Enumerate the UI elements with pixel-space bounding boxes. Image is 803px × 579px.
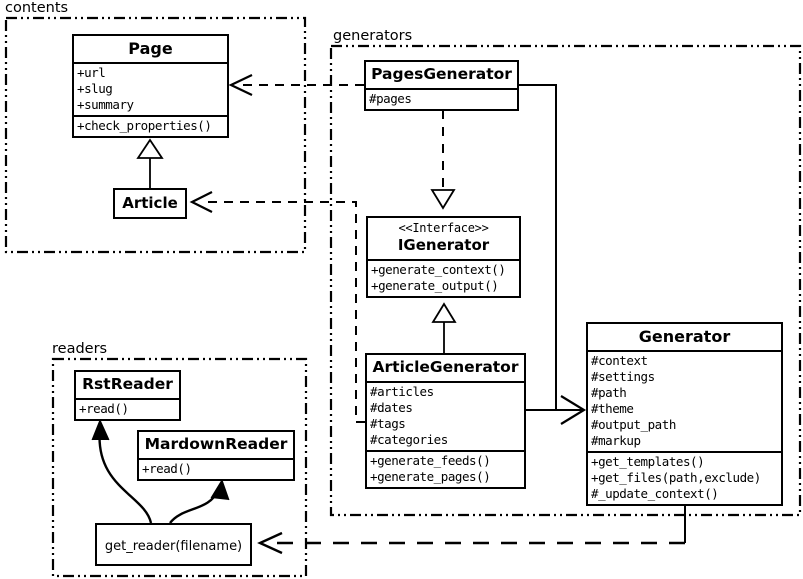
relation-article-generalizes-page: [136, 138, 164, 188]
divider: [76, 398, 179, 400]
divider: [74, 115, 227, 117]
package-border-generators: [329, 44, 802, 517]
attributes-page: +url +slug +summary: [74, 64, 227, 115]
divider: [366, 88, 517, 90]
methods-generator: +get_templates() +get_files(path,exclude…: [588, 453, 781, 504]
package-label-generators: generators: [331, 28, 415, 44]
attribute-row: #markup: [591, 433, 641, 448]
class-box-generator[interactable]: Generator #context #settings #path #them…: [586, 322, 783, 506]
class-box-mardown-reader[interactable]: MardownReader +read(): [137, 430, 295, 481]
divider: [368, 259, 519, 261]
class-box-rst-reader[interactable]: RstReader +read(): [74, 370, 181, 421]
method-row: +generate_output(): [371, 278, 499, 293]
method-row: +check_properties(): [77, 118, 212, 133]
relation-getreader-to-mardownreader: [169, 478, 230, 524]
divider: [367, 381, 524, 383]
attribute-row: #tags: [370, 416, 406, 431]
relation-articlegenerator-depends-article: [189, 191, 365, 423]
attributes-pages-generator: #pages: [366, 90, 517, 109]
class-name-rst-reader: RstReader: [82, 375, 173, 393]
class-box-pages-generator[interactable]: PagesGenerator #pages: [364, 60, 519, 111]
divider: [74, 62, 227, 64]
methods-rst-reader: +read(): [76, 400, 179, 419]
package-border-readers: [51, 357, 308, 578]
attribute-row: #articles: [370, 384, 434, 399]
attribute-row: +summary: [77, 97, 134, 112]
methods-article-generator: +generate_feeds() +generate_pages(): [367, 452, 524, 487]
relation-articlegenerator-to-generator: [526, 395, 587, 425]
divider: [367, 450, 524, 452]
method-row: +read(): [79, 401, 129, 416]
stereotype-label: <<Interface>>: [398, 221, 489, 235]
attributes-generator: #context #settings #path #theme #output_…: [588, 352, 781, 451]
package-label-contents: contents: [3, 0, 71, 16]
methods-igenerator: +generate_context() +generate_output(): [368, 261, 519, 296]
relation-generator-depends-getreader: [257, 504, 686, 555]
method-row: +read(): [142, 461, 192, 476]
class-box-article-generator[interactable]: ArticleGenerator #articles #dates #tags …: [365, 353, 526, 489]
methods-mardown-reader: +read(): [139, 460, 293, 479]
attribute-row: #context: [591, 353, 648, 368]
attribute-row: #output_path: [591, 417, 676, 432]
package-label-readers: readers: [50, 341, 110, 357]
class-name-page: Page: [128, 39, 173, 58]
class-box-page[interactable]: Page +url +slug +summary +check_properti…: [72, 34, 229, 138]
class-name-article-generator: ArticleGenerator: [372, 358, 519, 376]
class-name-igenerator: <<Interface>> IGenerator: [368, 218, 519, 259]
attribute-row: #settings: [591, 369, 655, 384]
class-box-article[interactable]: Article: [113, 188, 187, 219]
class-name-article: Article: [122, 194, 178, 212]
attribute-row: #categories: [370, 432, 448, 447]
attribute-row: #theme: [591, 401, 634, 416]
method-row: +generate_pages(): [370, 469, 491, 484]
class-box-igenerator[interactable]: <<Interface>> IGenerator +generate_conte…: [366, 216, 521, 298]
relation-articlegenerator-realizes-igenerator: [431, 302, 457, 353]
attribute-row: +url: [77, 65, 106, 80]
function-name-get-reader: get_reader(filename): [104, 539, 243, 554]
function-box-get-reader[interactable]: get_reader(filename): [95, 523, 252, 566]
attributes-article-generator: #articles #dates #tags #categories: [367, 383, 524, 450]
method-row: +get_files(path,exclude): [591, 470, 761, 485]
methods-page: +check_properties(): [74, 117, 227, 136]
divider: [588, 451, 781, 453]
attribute-row: #pages: [369, 91, 412, 106]
attribute-row: #dates: [370, 400, 413, 415]
method-row: +generate_context(): [371, 262, 506, 277]
method-row: +get_templates(): [591, 454, 705, 469]
class-name-text: IGenerator: [397, 236, 490, 254]
class-name-mardown-reader: MardownReader: [144, 435, 288, 453]
divider: [139, 458, 293, 460]
attribute-row: +slug: [77, 81, 113, 96]
class-name-pages-generator: PagesGenerator: [371, 65, 512, 83]
divider: [588, 350, 781, 352]
package-border-contents: [4, 16, 307, 254]
method-row: #_update_context(): [591, 486, 719, 501]
relation-pagesgenerator-realizes-igenerator: [430, 110, 456, 210]
relation-pagesgenerator-depends-page: [228, 74, 364, 96]
attribute-row: #path: [591, 385, 627, 400]
method-row: +generate_feeds(): [370, 453, 491, 468]
relation-pagesgenerator-to-generator: [519, 84, 557, 410]
class-name-generator: Generator: [638, 327, 731, 346]
